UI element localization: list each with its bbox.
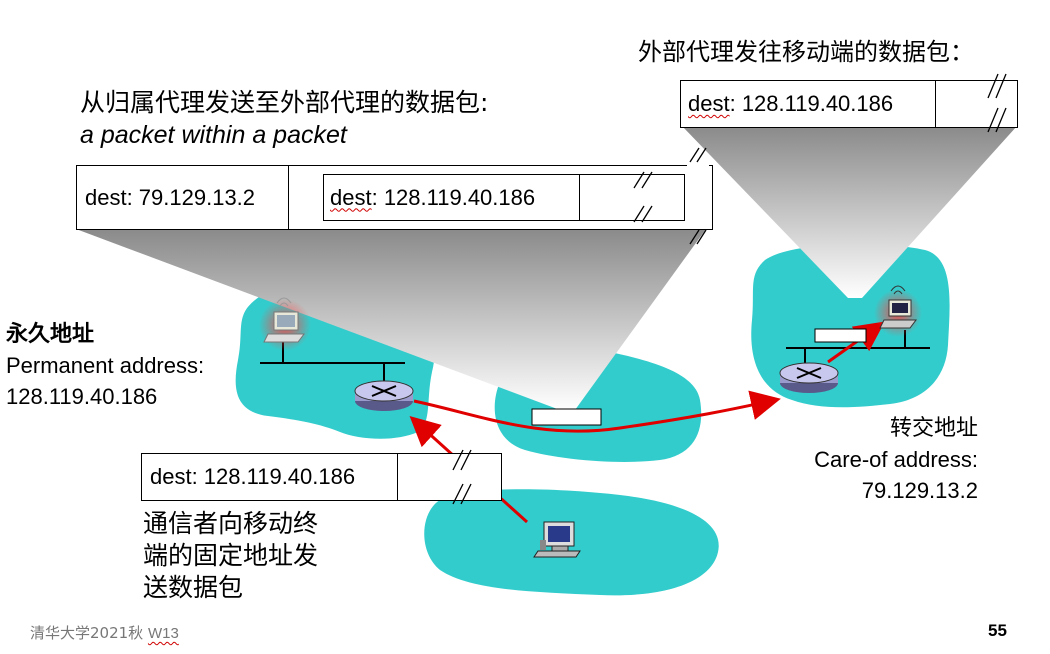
funnel-right [682, 126, 1017, 298]
home-router-icon [354, 380, 414, 411]
footer-week: W13 [147, 625, 179, 642]
correspondent-dest-cell: dest: 128.119.40.186 [142, 454, 398, 500]
mobile-dest-addr: : 128.119.40.186 [729, 91, 894, 116]
title-line2: a packet within a packet [80, 121, 347, 149]
correspondent-note-line2: 端的固定地址发 [143, 541, 319, 570]
mobile-dest-cell: dest: 128.119.40.186 [681, 81, 936, 127]
foreign-packet-icon [814, 328, 867, 343]
careof-address-zh: 转交地址 [889, 416, 978, 441]
footer-course: 清华大学2021秋 [30, 624, 148, 642]
mobile-dest-word: dest [688, 91, 730, 116]
foreign-router-icon [779, 362, 839, 393]
mobile-laptop-icon [874, 285, 922, 337]
correspondent-packet-box: dest: 128.119.40.186 [141, 453, 502, 501]
inner-dest-addr: : 128.119.40.186 [371, 184, 536, 210]
inner-dest-word: dest [330, 184, 372, 210]
tunnel-packet-icon [531, 408, 602, 426]
inner-packet-box: dest: 128.119.40.186 [323, 174, 685, 221]
tunnel-arrow [413, 390, 781, 433]
title-line1: 从归属代理发送至外部代理的数据包: [80, 88, 489, 117]
outer-dest-cell: dest: 79.129.13.2 [77, 166, 289, 229]
inner-dest-cell: dest: 128.119.40.186 [324, 175, 580, 220]
outer-dest-label: dest: 79.129.13.2 [85, 184, 256, 210]
permanent-address-en: Permanent address: [6, 353, 205, 378]
funnel-left [76, 229, 706, 410]
right-caption: 外部代理发往移动端的数据包： [638, 38, 974, 66]
page-number: 55 [988, 621, 1007, 640]
foreign-to-mobile-arrow [827, 321, 885, 364]
mobile-packet-box: dest: 128.119.40.186 [680, 80, 1018, 128]
correspondent-note-line3: 送数据包 [143, 573, 244, 602]
footer-left: 清华大学2021秋 W13 [30, 622, 179, 643]
permanent-address-zh: 永久地址 [6, 322, 95, 347]
correspondent-note-line1: 通信者向移动终 [143, 509, 319, 538]
correspondent-computer-icon [533, 521, 581, 558]
permanent-address-ip: 128.119.40.186 [6, 384, 158, 409]
home-laptop-icon [259, 297, 311, 351]
careof-address-ip: 79.129.13.2 [861, 478, 978, 503]
careof-address-en: Care-of address: [814, 447, 978, 472]
correspondent-dest-label: dest: 128.119.40.186 [150, 464, 356, 489]
